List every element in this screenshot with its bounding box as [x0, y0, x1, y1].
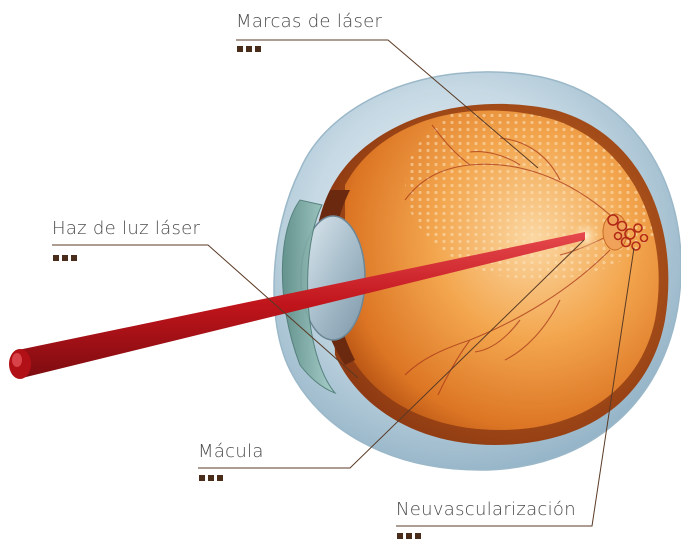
three-square-dots-icon	[53, 255, 77, 261]
label-macula: Mácula	[198, 442, 264, 462]
label-laser-marks: Marcas de láser	[236, 12, 382, 32]
label-laser-beam: Haz de luz láser	[52, 219, 200, 239]
three-square-dots-icon	[237, 46, 261, 52]
label-neovascularization: Neuvascularización	[396, 500, 576, 520]
three-square-dots-icon	[397, 533, 421, 539]
three-square-dots-icon	[199, 475, 223, 481]
optic-disc	[603, 214, 627, 250]
